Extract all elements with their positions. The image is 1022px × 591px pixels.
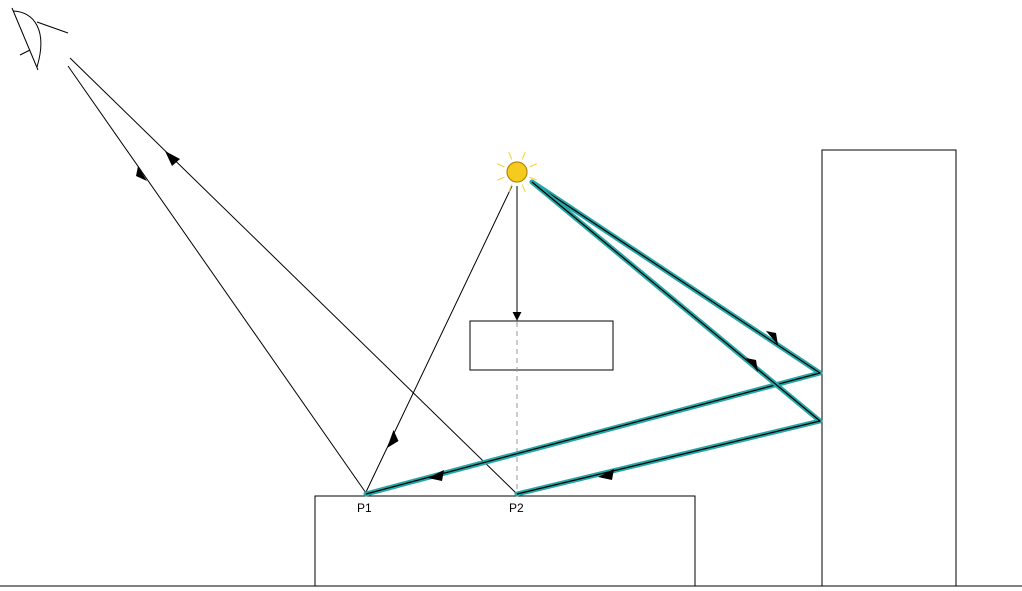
wall	[821, 149, 957, 587]
eye-ray-from-p1	[67, 65, 367, 494]
sun-icon	[496, 151, 538, 193]
eye-ray-from-p1-arrow	[136, 166, 147, 181]
label-p2: P2	[509, 501, 524, 515]
indirect-ray-arrow-4	[598, 469, 614, 480]
indirect-path-to-p1	[365, 181, 821, 495]
sun-ray	[529, 176, 538, 181]
indirect-path-to-p2	[516, 181, 821, 495]
ground-block	[314, 495, 696, 587]
sun-ray	[508, 151, 513, 160]
indirect-light-paths	[363, 179, 823, 497]
occluder-box	[469, 320, 614, 371]
eye-ray-from-p2-arrow	[165, 151, 180, 166]
label-p1: P1	[357, 501, 372, 515]
sun-ray	[496, 176, 505, 181]
indirect-path-to-p1-glow	[363, 179, 823, 497]
sun-ray	[521, 184, 526, 193]
indirect-ray-arrow-1	[766, 331, 778, 345]
sun-ray	[508, 184, 513, 193]
direct-ray-to-p1-arrow	[387, 430, 399, 448]
sun-ray	[521, 151, 526, 160]
indirect-ray-arrow-3	[428, 470, 444, 481]
indirect-ray-arrow-2	[746, 358, 758, 372]
sun-ray	[529, 163, 538, 168]
eye-ray-from-p2	[69, 57, 518, 495]
eye-icon	[11, 7, 69, 71]
sun-ray	[496, 163, 505, 168]
